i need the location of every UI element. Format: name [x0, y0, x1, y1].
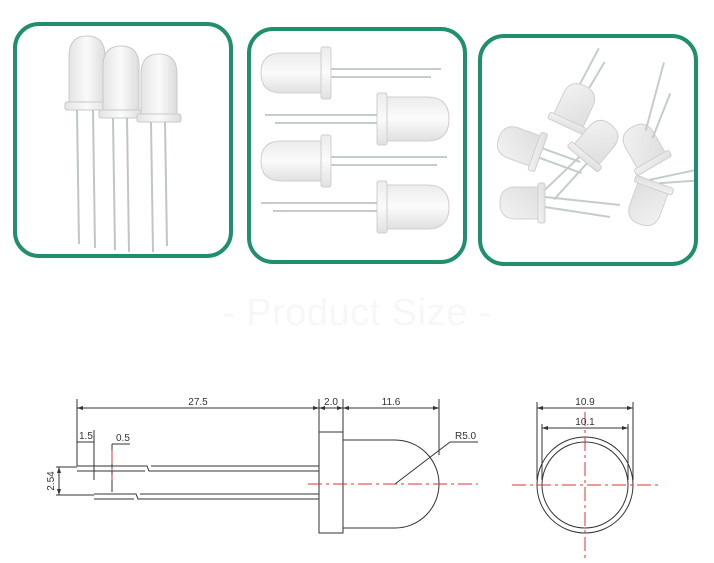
led-row-2 — [265, 92, 450, 146]
product-size-heading: - Product Size - — [222, 292, 492, 334]
label-dome-radius: R5.0 — [455, 431, 477, 442]
led-left — [64, 35, 110, 249]
label-lead-width: 0.5 — [116, 433, 130, 444]
lead-bottom — [94, 493, 319, 500]
label-flange-thickness: 2.0 — [324, 397, 338, 408]
led-row-1 — [260, 46, 441, 100]
photo-panel-horizontal-leds — [247, 27, 467, 264]
led-scattered-3 — [538, 119, 619, 201]
label-lead-length: 27.5 — [188, 397, 208, 408]
led-middle — [98, 45, 144, 253]
led-dimension-drawing: 27.5 2.0 11.6 R5.0 1.5 0.5 2.54 10.9 10.… — [46, 397, 658, 558]
led-scattered-6 — [628, 165, 694, 227]
led-right — [136, 53, 182, 253]
led-row-3 — [260, 134, 447, 188]
upright-leds-illustration — [64, 35, 182, 253]
label-body-length: 11.6 — [382, 397, 401, 408]
led-scattered-5 — [499, 182, 621, 224]
label-lead-spacing: 2.54 — [46, 471, 57, 491]
led-flange — [318, 431, 344, 534]
label-lead-offset: 1.5 — [79, 431, 93, 442]
led-scattered-4 — [622, 62, 672, 176]
horizontal-leds-illustration — [260, 46, 450, 234]
label-inner-diameter: 10.1 — [575, 417, 595, 428]
led-row-4 — [261, 180, 450, 234]
photo-panel-upright-leds — [13, 22, 233, 258]
photo-panel-scattered-leds — [478, 34, 698, 266]
label-outer-diameter: 10.9 — [575, 397, 595, 408]
led-scattered-2 — [496, 126, 583, 175]
scattered-leds-illustration — [496, 47, 694, 227]
lead-top — [77, 465, 319, 472]
led-scattered-1 — [547, 47, 606, 135]
